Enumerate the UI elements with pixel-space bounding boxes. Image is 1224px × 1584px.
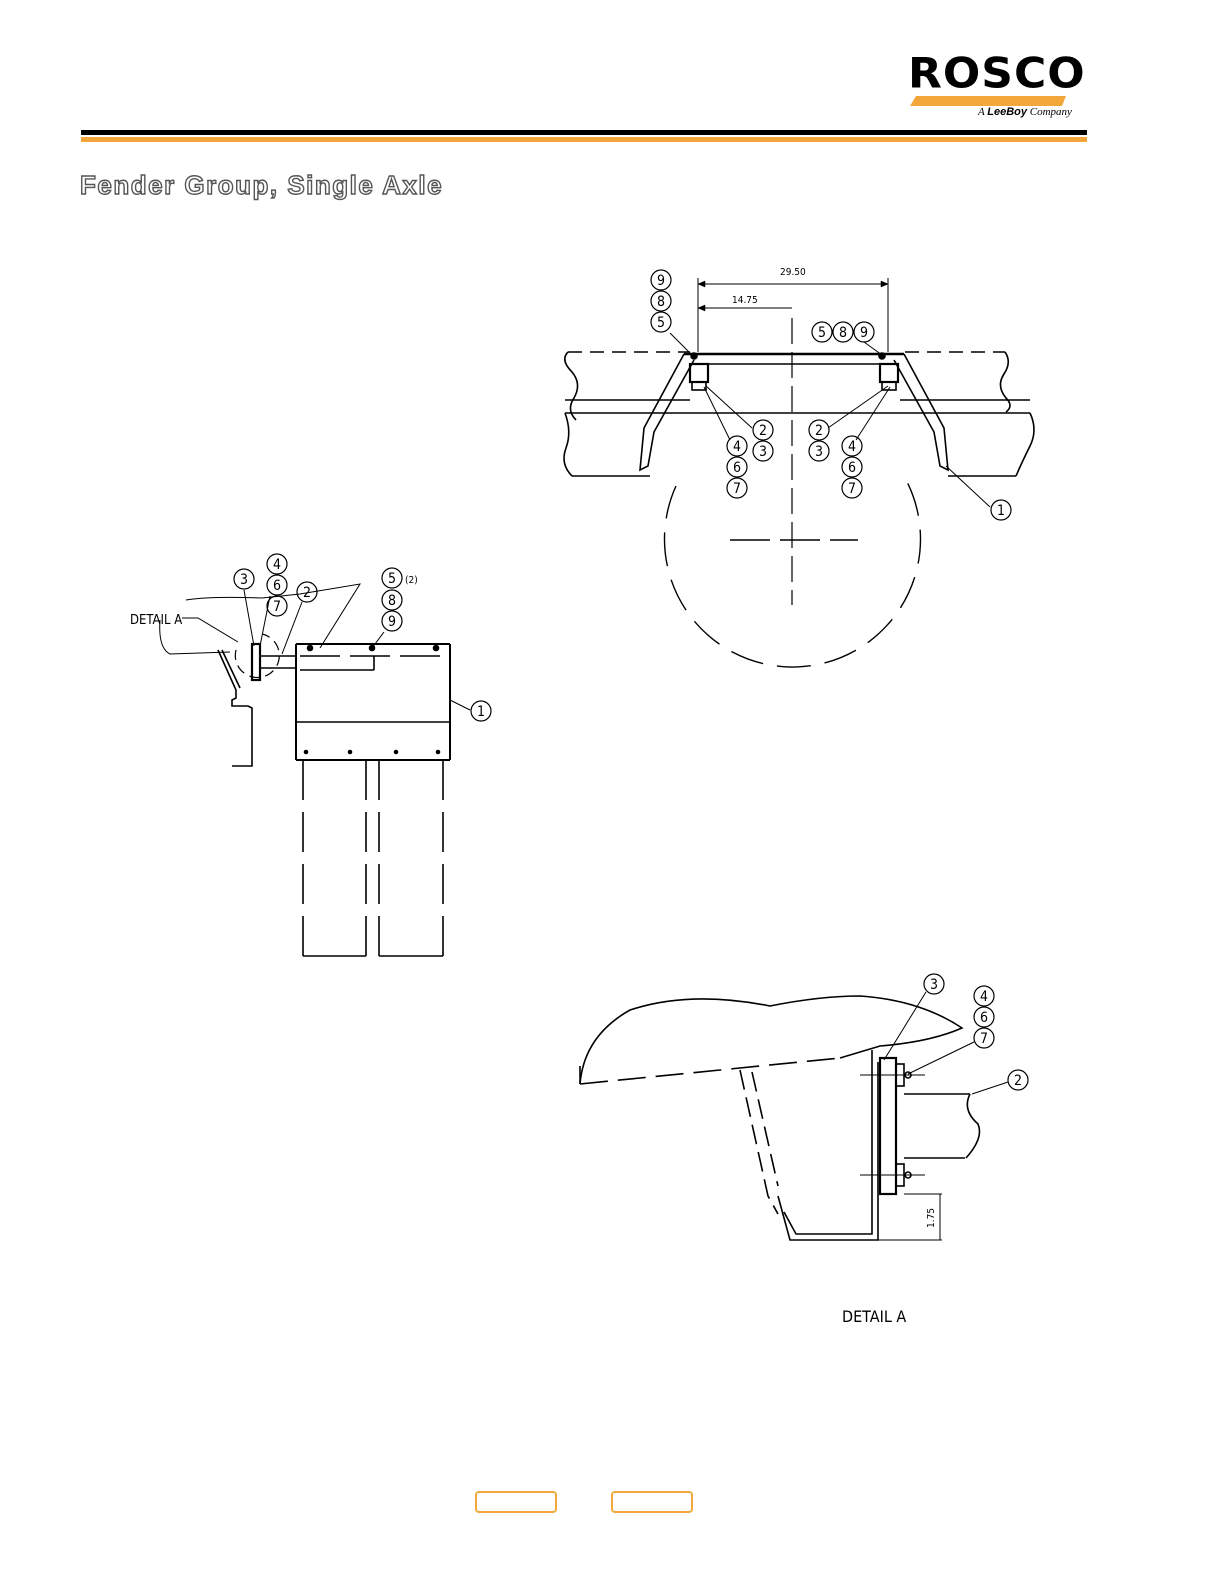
svg-text:9: 9 (388, 614, 396, 630)
svg-text:4: 4 (273, 557, 281, 573)
side-view-drawing: DETAIL A (2) (130, 575, 470, 956)
balloon-6: 6 (267, 575, 287, 595)
balloon-4: 4 (727, 436, 747, 456)
balloon-5: 5 (382, 568, 402, 588)
balloon-6: 6 (974, 1007, 994, 1027)
svg-text:2: 2 (303, 585, 311, 601)
dimension-half: 14.75 (732, 295, 758, 306)
svg-text:5: 5 (818, 325, 826, 341)
svg-text:7: 7 (273, 599, 281, 615)
previous-page-button[interactable] (475, 1491, 557, 1513)
svg-text:1: 1 (477, 704, 485, 720)
svg-text:5: 5 (388, 571, 396, 587)
balloon-7: 7 (974, 1028, 994, 1048)
balloon-8: 8 (382, 590, 402, 610)
balloon-2: 2 (1008, 1070, 1028, 1090)
svg-text:9: 9 (657, 273, 665, 289)
svg-text:3: 3 (815, 444, 823, 460)
balloon-5: 5 (651, 312, 671, 332)
balloon-8: 8 (651, 291, 671, 311)
svg-text:8: 8 (388, 593, 396, 609)
rear-view-drawing: 29.50 14.75 (564, 267, 1034, 667)
svg-text:4: 4 (733, 439, 741, 455)
svg-text:8: 8 (657, 294, 665, 310)
svg-text:2: 2 (1014, 1073, 1022, 1089)
balloon-1: 1 (991, 500, 1011, 520)
balloon-7: 7 (267, 596, 287, 616)
svg-text:9: 9 (860, 325, 868, 341)
balloon-3: 3 (753, 441, 773, 461)
svg-text:6: 6 (273, 578, 281, 594)
svg-text:2: 2 (759, 423, 767, 439)
detail-a-caption: DETAIL A (842, 1307, 906, 1326)
detail-a-drawing: 1.75 DETAIL A (580, 292, 1008, 1326)
balloon-8: 8 (833, 322, 853, 342)
svg-text:1: 1 (997, 503, 1005, 519)
svg-text:4: 4 (848, 439, 856, 455)
balloon-3: 3 (809, 441, 829, 461)
balloon-6: 6 (842, 457, 862, 477)
svg-text:8: 8 (839, 325, 847, 341)
balloon-2: 2 (809, 420, 829, 440)
balloon-1: 1 (471, 701, 491, 721)
dimension-detail: 1.75 (926, 1208, 937, 1228)
svg-text:4: 4 (980, 989, 988, 1005)
balloon-2: 2 (753, 420, 773, 440)
balloon-6: 6 (727, 457, 747, 477)
svg-text:7: 7 (733, 481, 741, 497)
balloon-4: 4 (842, 436, 862, 456)
balloon-4: 4 (267, 554, 287, 574)
svg-text:3: 3 (240, 572, 248, 588)
balloon-7: 7 (842, 478, 862, 498)
svg-text:6: 6 (980, 1010, 988, 1026)
balloon-5: 5 (812, 322, 832, 342)
balloon-3: 3 (924, 974, 944, 994)
side-view-balloons: 4 6 7 3 2 5 8 9 1 (234, 554, 491, 721)
quantity-note: (2) (405, 575, 418, 586)
balloon-7: 7 (727, 478, 747, 498)
detail-a-callout: DETAIL A (130, 613, 182, 628)
balloon-9: 9 (651, 270, 671, 290)
svg-text:6: 6 (733, 460, 741, 476)
balloon-9: 9 (382, 611, 402, 631)
svg-text:7: 7 (848, 481, 856, 497)
balloon-9: 9 (854, 322, 874, 342)
balloon-3: 3 (234, 569, 254, 589)
balloon-4: 4 (974, 986, 994, 1006)
dimension-overall: 29.50 (780, 267, 806, 278)
svg-text:6: 6 (848, 460, 856, 476)
svg-text:5: 5 (657, 315, 665, 331)
svg-text:7: 7 (980, 1031, 988, 1047)
svg-text:3: 3 (930, 977, 938, 993)
svg-text:2: 2 (815, 423, 823, 439)
detail-a-balloons: 3 4 6 7 2 (924, 974, 1028, 1090)
svg-text:3: 3 (759, 444, 767, 460)
next-page-button[interactable] (611, 1491, 693, 1513)
